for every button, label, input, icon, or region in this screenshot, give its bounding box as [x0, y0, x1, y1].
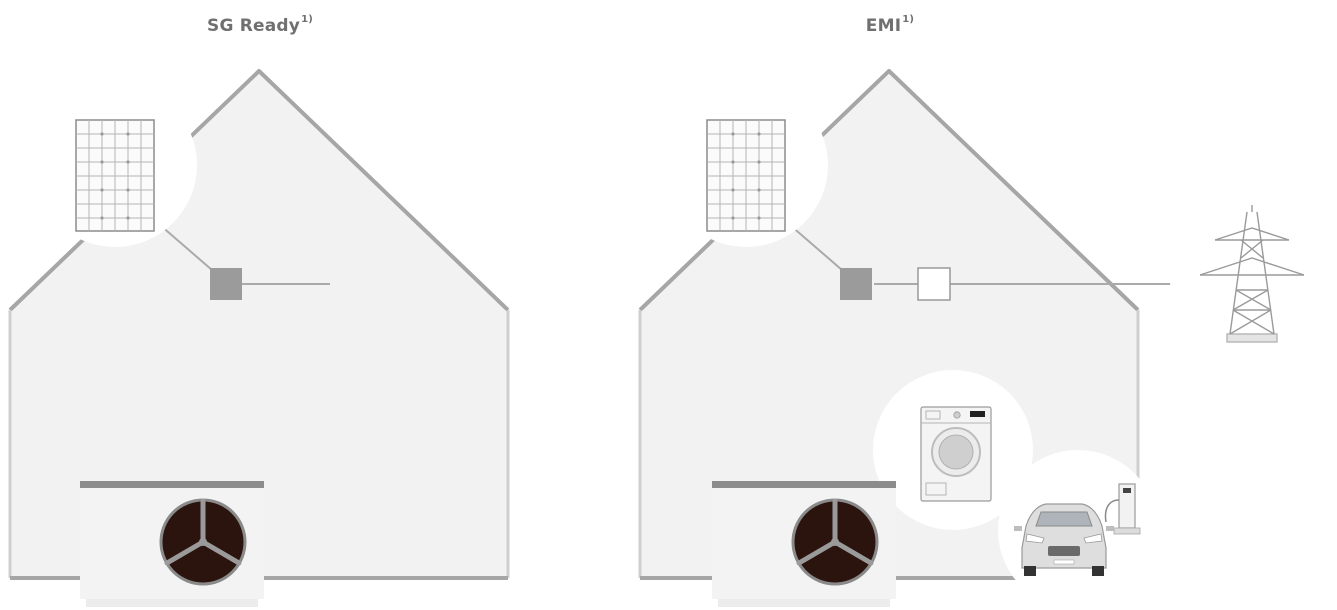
sg-ready-solar-circle — [33, 83, 197, 247]
power-pylon-circle — [1170, 198, 1334, 362]
washing-machine-icon — [921, 407, 991, 501]
inverter-box-icon — [840, 268, 872, 300]
heat-pump-fan-icon — [712, 481, 896, 607]
solar-panel-icon — [76, 120, 154, 231]
solar-panel-icon — [707, 120, 785, 231]
heat-pump-fan-icon — [80, 481, 264, 607]
inverter-box-icon — [210, 268, 242, 300]
energy-meter-icon — [918, 268, 950, 300]
car-circle — [998, 450, 1158, 610]
emi-solar-circle — [664, 83, 828, 247]
